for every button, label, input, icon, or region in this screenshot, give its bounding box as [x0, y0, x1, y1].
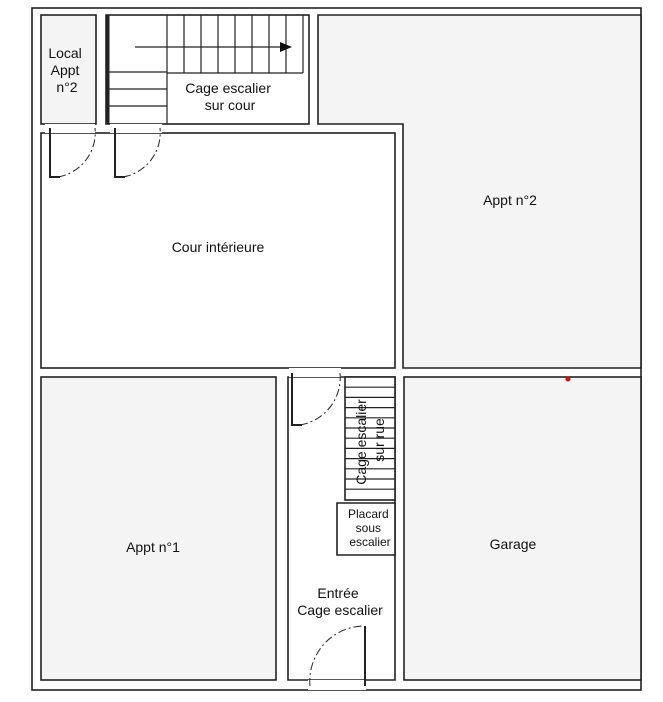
door-local — [45, 124, 96, 178]
label-entree: Entrée Cage escalier — [297, 585, 383, 618]
placard — [336, 502, 396, 556]
label-stair-rue-line2: sur rue — [371, 418, 387, 462]
label-placard: Placard sous escalier — [348, 507, 392, 549]
label-garage: Garage — [490, 536, 537, 552]
label-stair-cour: Cage escalier sur cour — [185, 80, 275, 113]
label-stair-rue-line1: Cage escalier — [353, 399, 369, 485]
stair-cour — [105, 14, 310, 125]
door-entrance — [308, 625, 366, 690]
door-stair-cour — [110, 124, 162, 178]
label-appt1: Appt n°1 — [126, 539, 180, 555]
label-local-line2: Appt — [51, 62, 80, 78]
label-entree-line1: Entrée — [317, 585, 358, 601]
room-garage — [403, 376, 642, 681]
door-corridor-top — [289, 368, 341, 426]
marker-dot — [565, 376, 571, 382]
room-appt1 — [40, 376, 277, 681]
label-placard-line2: sous — [356, 521, 381, 535]
label-stair-cour-line1: Cage escalier — [185, 80, 271, 96]
label-placard-line3: escalier — [349, 535, 390, 549]
arrow-icon — [280, 42, 292, 52]
label-entree-line2: Cage escalier — [297, 602, 383, 618]
label-placard-line1: Placard — [348, 507, 389, 521]
stair-rue — [344, 376, 396, 501]
label-stair-rue: Cage escalier sur rue — [353, 395, 387, 485]
label-cour: Cour intérieure — [172, 239, 265, 255]
label-local-line3: n°2 — [56, 79, 77, 95]
room-cour — [40, 132, 396, 369]
room-appt2 — [317, 14, 642, 369]
label-local-line1: Local — [48, 45, 81, 61]
label-appt2: Appt n°2 — [483, 192, 537, 208]
label-local-appt2: Local Appt n°2 — [48, 45, 85, 95]
label-stair-cour-line2: sur cour — [205, 97, 256, 113]
